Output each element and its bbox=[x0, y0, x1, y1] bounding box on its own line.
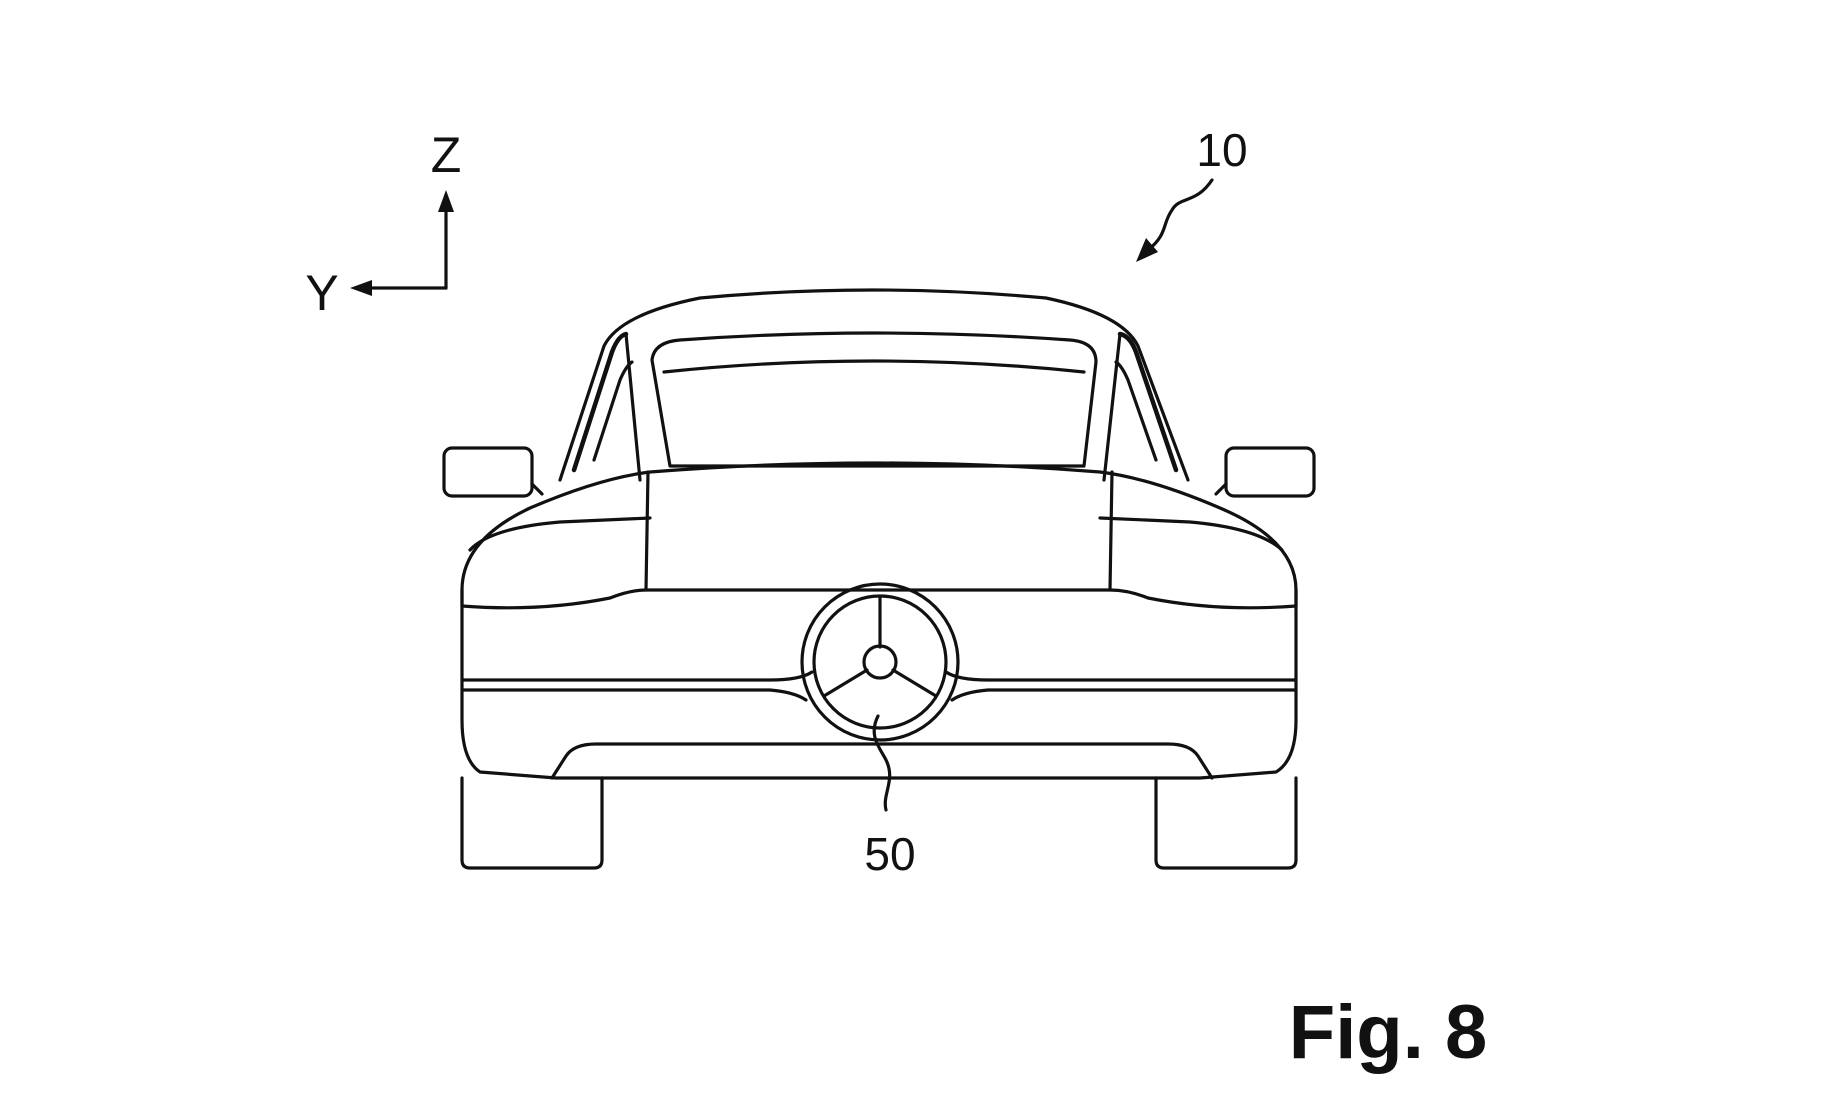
roof-outline bbox=[558, 288, 1190, 482]
bumper-crease-upper bbox=[460, 670, 1298, 682]
vehicle-leader-line bbox=[1146, 178, 1214, 252]
wheel-element-50 bbox=[800, 582, 960, 742]
body-sides bbox=[460, 588, 1298, 780]
wheel-element-reference: 50 bbox=[864, 714, 916, 880]
left-tail-light-band bbox=[460, 588, 648, 610]
rear-window bbox=[650, 331, 1098, 468]
right-window-frame bbox=[1102, 332, 1122, 482]
right-c-pillar-edge bbox=[1117, 331, 1179, 473]
figure-label: Fig. 8 bbox=[1289, 990, 1487, 1075]
vehicle-leader-arrowhead bbox=[1136, 238, 1158, 262]
element-hub bbox=[862, 644, 898, 680]
right-tire bbox=[1154, 776, 1298, 870]
rear-deck bbox=[460, 461, 1298, 592]
left-c-pillar-inner bbox=[592, 360, 634, 462]
right-tail-light-band bbox=[1108, 588, 1298, 610]
vehicle-reference-numeral: 10 bbox=[1196, 124, 1247, 176]
rear-window-inner-line bbox=[662, 359, 1086, 374]
right-mirror bbox=[1224, 446, 1316, 498]
left-window-frame bbox=[624, 332, 642, 482]
coordinate-axes: Z Y bbox=[305, 127, 461, 321]
element-outer-ring bbox=[800, 582, 960, 742]
right-mirror-stem bbox=[1214, 482, 1228, 496]
y-axis-arrowhead bbox=[350, 280, 372, 296]
left-mirror-stem bbox=[530, 482, 544, 496]
left-c-pillar-edge bbox=[571, 331, 629, 473]
element-leader-line bbox=[872, 714, 892, 812]
left-tire bbox=[460, 776, 604, 870]
vehicle-reference: 10 bbox=[1136, 124, 1248, 262]
element-reference-numeral: 50 bbox=[864, 828, 915, 880]
diffuser-recess bbox=[550, 742, 1214, 780]
y-axis-label: Y bbox=[305, 265, 338, 321]
z-axis-arrowhead bbox=[438, 190, 454, 212]
shoulder-lines bbox=[468, 516, 1284, 552]
element-spokes bbox=[822, 595, 938, 698]
left-mirror bbox=[442, 446, 534, 498]
vehicle-rear-view bbox=[442, 288, 1316, 870]
engine-lid bbox=[644, 470, 1114, 592]
z-axis-label: Z bbox=[431, 127, 462, 183]
bumper-crease-lower bbox=[460, 688, 1298, 702]
